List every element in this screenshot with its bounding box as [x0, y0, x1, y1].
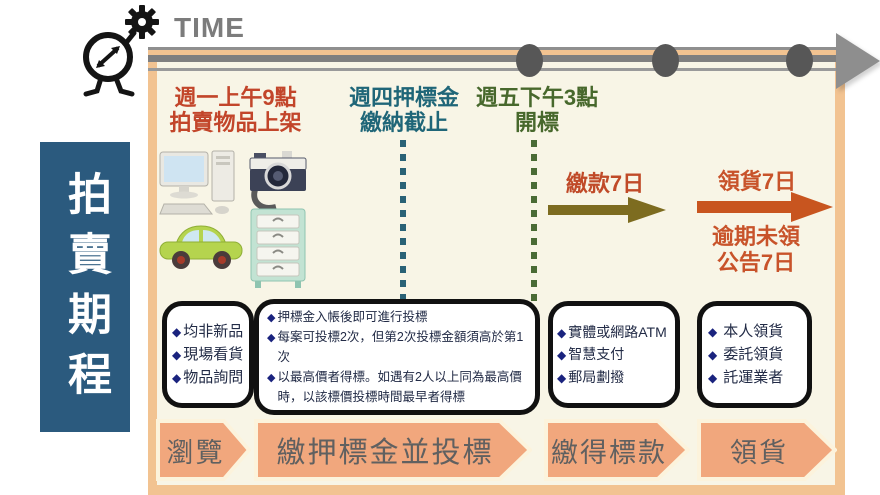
timeline-node — [786, 44, 813, 77]
info-box-payment: ◆實體或網路ATM ◆智慧支付 ◆郵局劃撥 — [548, 301, 680, 408]
list-item: ◆託運業者 — [708, 366, 801, 389]
info-box-pickup: ◆本人領貨 ◆委託領貨 ◆託運業者 — [697, 301, 812, 408]
step-pay: 繳得標款 — [544, 419, 690, 481]
timeline-bar — [148, 47, 838, 73]
pickup-duration-label: 領貨7日 — [717, 169, 797, 194]
diamond-bullet-icon: ◆ — [172, 324, 182, 339]
timeline-arrowhead-icon — [836, 33, 880, 89]
diamond-bullet-icon: ◆ — [172, 371, 182, 386]
step-bid: 繳押標金並投標 — [254, 419, 532, 481]
timeline-node — [652, 44, 679, 77]
overdue-note: 逾期未領 公告7日 — [711, 224, 800, 276]
drawer-cabinet-icon — [250, 208, 306, 288]
info-box-browse: ◆均非新品 ◆現場看貨 ◆物品詢問 — [162, 301, 254, 408]
list-item: ◆均非新品 — [172, 320, 244, 343]
diamond-bullet-icon: ◆ — [557, 370, 567, 385]
diamond-bullet-icon: ◆ — [267, 372, 276, 385]
page-title: 拍賣期程 — [61, 171, 110, 411]
milestone-thursday: 週四押標金 繳納截止 — [348, 85, 459, 135]
desktop-computer-icon — [159, 150, 235, 215]
milestone-friday: 週五下午3點 開標 — [475, 85, 599, 135]
step-arrow-shape — [254, 419, 532, 481]
timeline-node — [516, 44, 543, 77]
payment-duration-label: 繳款7日 — [565, 171, 645, 196]
diamond-bullet-icon: ◆ — [267, 332, 276, 345]
camera-icon — [249, 151, 307, 211]
list-item: ◆郵局劃撥 — [557, 366, 671, 388]
list-item: ◆物品詢問 — [172, 366, 244, 389]
step-arrow-shape — [697, 419, 837, 481]
payment-duration-arrow — [548, 197, 666, 223]
list-item: ◆委託領貨 — [708, 343, 801, 366]
car-icon — [159, 225, 243, 269]
info-box-bidding: ◆押標金入帳後即可進行投標 ◆每案可投標2次，但第2次投標金額須高於第1次 ◆以… — [254, 299, 540, 415]
diamond-bullet-icon: ◆ — [172, 347, 182, 362]
list-item: ◆押標金入帳後即可進行投標 — [267, 307, 527, 328]
time-heading: TIME — [174, 12, 245, 43]
list-item: ◆實體或網路ATM — [557, 321, 671, 343]
diamond-bullet-icon: ◆ — [708, 347, 718, 362]
list-item: ◆智慧支付 — [557, 343, 671, 365]
step-pickup: 領貨 — [697, 419, 837, 481]
diamond-bullet-icon: ◆ — [557, 325, 567, 340]
diamond-bullet-icon: ◆ — [557, 348, 567, 363]
pickup-duration-arrow — [697, 192, 833, 222]
step-arrow-shape — [544, 419, 690, 481]
step-arrow-shape — [156, 419, 251, 481]
milestone-monday: 週一上午9點 拍賣物品上架 — [169, 85, 302, 135]
milestone-connector-thursday — [400, 140, 406, 300]
milestone-connector-friday — [531, 140, 537, 302]
diamond-bullet-icon: ◆ — [708, 371, 718, 386]
list-item: ◆每案可投標2次，但第2次投標金額須高於第1次 — [267, 327, 527, 367]
diamond-bullet-icon: ◆ — [708, 324, 718, 339]
list-item: ◆本人領貨 — [708, 320, 801, 343]
clock-face-icon — [83, 32, 133, 82]
clock-gear-icon — [83, 5, 159, 97]
step-browse: 瀏覽 — [156, 419, 251, 481]
list-item: ◆以最高價者得標。如遇有2人以上同為最高價時，以該標價投標時間最早者得標 — [267, 367, 527, 407]
sidebar-title-band: 拍賣期程 — [40, 142, 130, 432]
diamond-bullet-icon: ◆ — [267, 311, 276, 324]
list-item: ◆現場看貨 — [172, 343, 244, 366]
